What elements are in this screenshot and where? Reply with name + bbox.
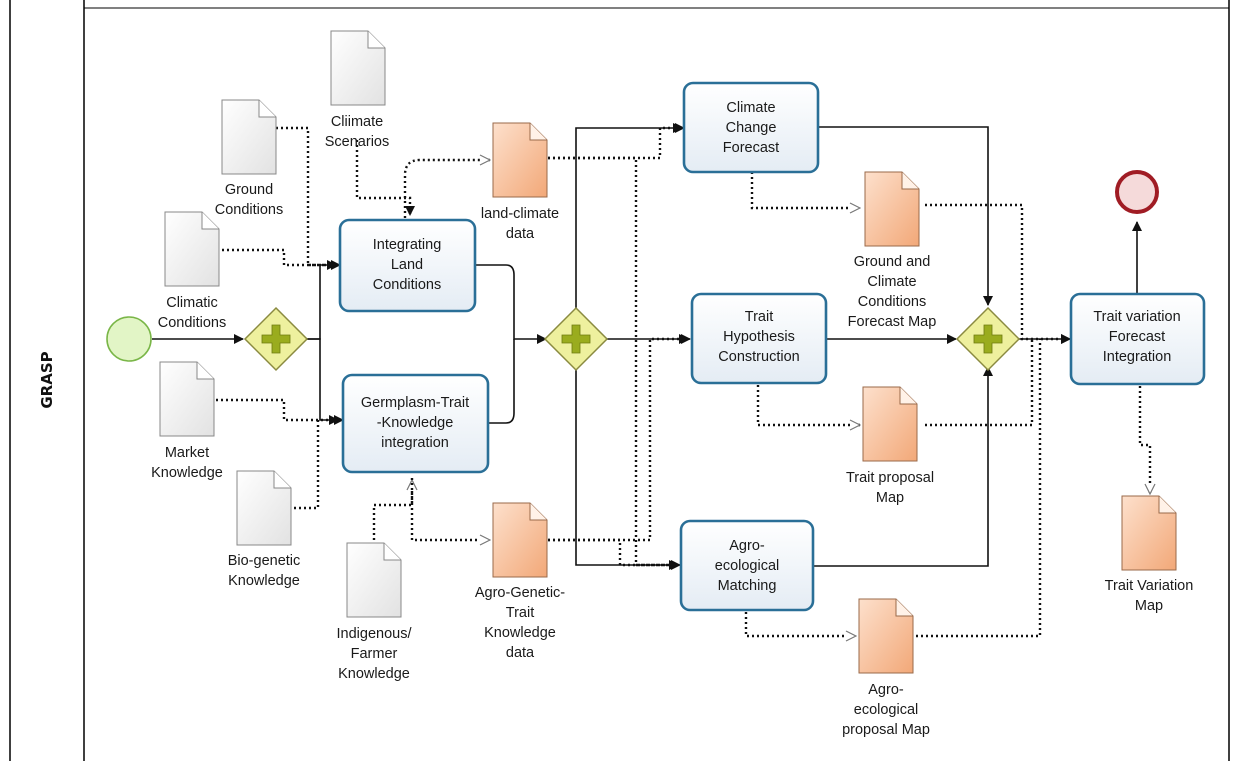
document-icon — [492, 502, 548, 578]
document-icon — [858, 598, 914, 674]
start-event[interactable] — [106, 316, 152, 362]
end-event[interactable] — [1115, 170, 1159, 214]
parallel-gateway-fork-icon[interactable] — [543, 306, 609, 372]
lane-label: GRASP — [38, 351, 56, 408]
document-icon — [330, 30, 386, 106]
document-icon — [221, 99, 277, 175]
pool-frame — [9, 0, 1230, 761]
data-associations — [216, 123, 1150, 636]
document-icon — [159, 361, 215, 437]
sequence-flows — [152, 123, 1142, 570]
parallel-gateway-join-icon[interactable] — [955, 306, 1021, 372]
document-icon — [1121, 495, 1177, 571]
document-icon — [862, 386, 918, 462]
document-icon — [346, 542, 402, 618]
parallel-gateway-split-icon[interactable] — [243, 306, 309, 372]
document-icon — [164, 211, 220, 287]
document-icon — [492, 122, 548, 198]
document-icon — [236, 470, 292, 546]
document-icon — [864, 171, 920, 247]
